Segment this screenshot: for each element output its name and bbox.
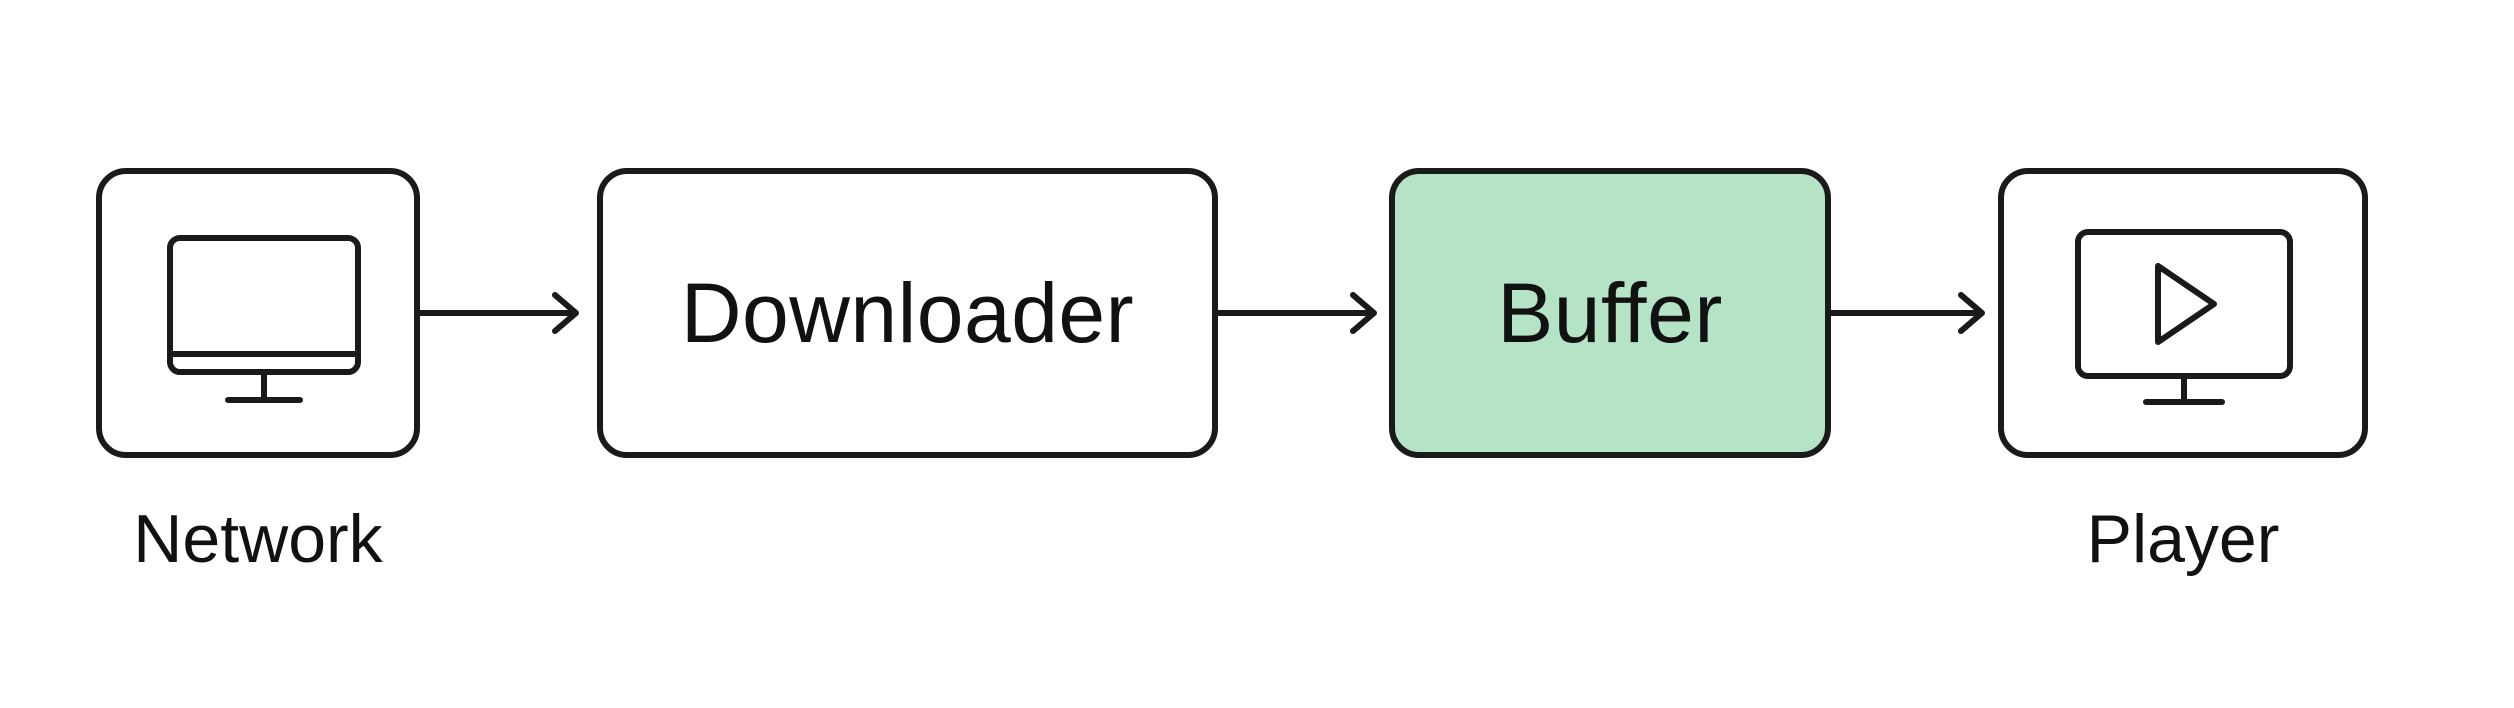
arrow-downloader-to-buffer (1218, 292, 1377, 334)
player-node (1998, 168, 2368, 458)
buffer-node: Buffer (1389, 168, 1831, 458)
downloader-label: Downloader (680, 265, 1135, 360)
downloader-node: Downloader (597, 168, 1218, 458)
buffer-label: Buffer (1497, 265, 1723, 360)
arrow-buffer-to-player (1831, 292, 1985, 334)
video-player-icon (2075, 229, 2293, 405)
arrow-network-to-downloader (420, 292, 579, 334)
play-icon (2155, 263, 2217, 345)
player-caption: Player (2086, 501, 2280, 577)
network-caption: Network (133, 501, 383, 577)
network-node (96, 168, 420, 458)
monitor-icon (167, 235, 361, 403)
